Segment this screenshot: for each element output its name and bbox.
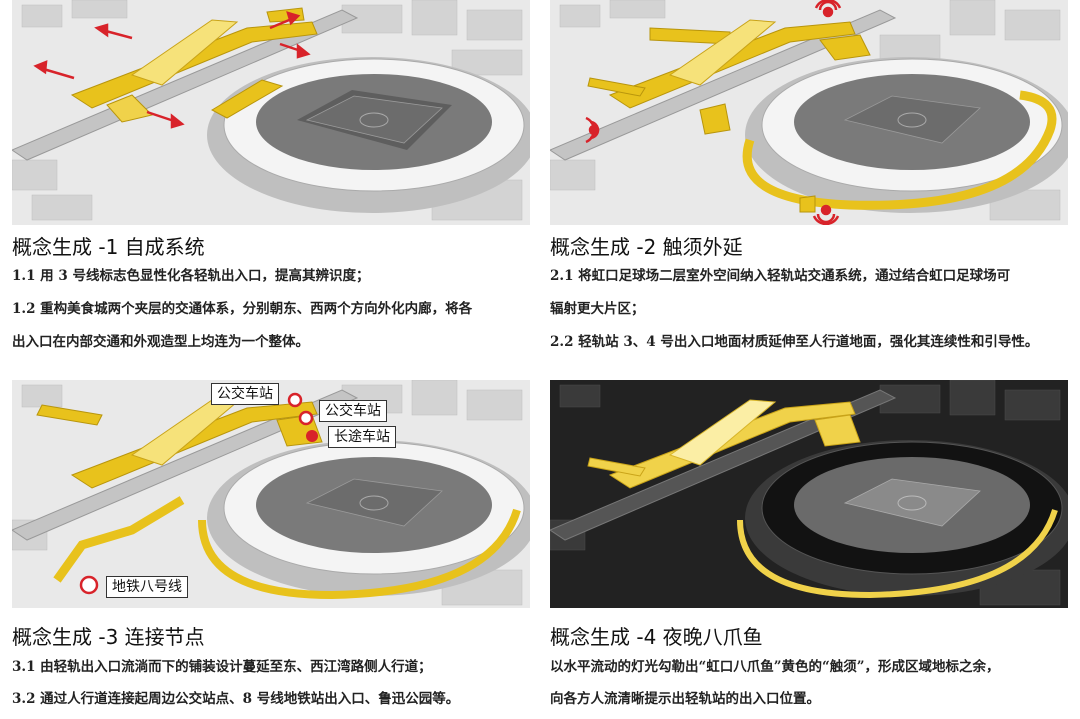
- panel-1-line-1: 1.1 用 3 号线标志色显性化各轻轨出入口，提高其辨识度；: [12, 268, 370, 284]
- panel-1-line-3: 出入口在内部交通和外观造型上均连为一个整体。: [12, 334, 309, 350]
- station-yellow-system: [70, 7, 318, 123]
- callout-bus-station-b: 公交车站: [319, 400, 387, 422]
- callout-bus-station-a: 公交车站: [211, 383, 279, 405]
- panel-2-title: 概念生成 -2 触须外延: [550, 235, 743, 259]
- stadium: [745, 57, 1068, 213]
- panel-4-title: 概念生成 -4 夜晚八爪鱼: [550, 625, 763, 649]
- panel-1-image: [12, 0, 530, 225]
- stadium: [745, 440, 1068, 596]
- panel-4-line-1: 以水平流动的灯光勾勒出“虹口八爪鱼”黄色的“触须”，形成区域地标之余，: [550, 659, 1000, 675]
- station-markers: [79, 392, 318, 595]
- panel-3-line-2: 3.2 通过人行道连接起周边公交站点、8 号线地铁站出入口、鲁迅公园等。: [12, 691, 460, 707]
- panel-3-title: 概念生成 -3 连接节点: [12, 625, 205, 649]
- radiating-markers: [585, 0, 842, 225]
- callout-metro-line-8: 地铁八号线: [106, 576, 188, 598]
- station-night-lights: [587, 399, 1058, 599]
- panel-3-line-1: 3.1 由轻轨出入口流淌而下的铺装设计蔓延至东、西江湾路侧人行道；: [12, 659, 432, 675]
- panel-2-image: [550, 0, 1068, 225]
- panel-3-image: [12, 380, 530, 608]
- direction-arrows: [33, 11, 311, 129]
- panel-2-line-1: 2.1 将虹口足球场二层室外空间纳入轻轨站交通系统，通过结合虹口足球场可: [550, 268, 1011, 284]
- panel-4-image: [550, 380, 1068, 608]
- panel-1-line-2: 1.2 重构美食城两个夹层的交通体系，分别朝东、西两个方向外化内廊，将各: [12, 301, 473, 317]
- stadium: [207, 57, 530, 213]
- station-yellow-system: [587, 19, 1057, 213]
- panel-1-title: 概念生成 -1 自成系统: [12, 235, 205, 259]
- panel-4-line-2: 向各方人流清晰提示出轻轨站的出入口位置。: [550, 691, 820, 707]
- panel-2-line-2: 辐射更大片区；: [550, 301, 645, 317]
- stadium: [207, 440, 530, 596]
- panel-2-line-3: 2.2 轻轨站 3、4 号出入口地面材质延伸至人行道地面，强化其连续性和引导性。: [550, 334, 1039, 350]
- callout-coach-station: 长途车站: [328, 426, 396, 448]
